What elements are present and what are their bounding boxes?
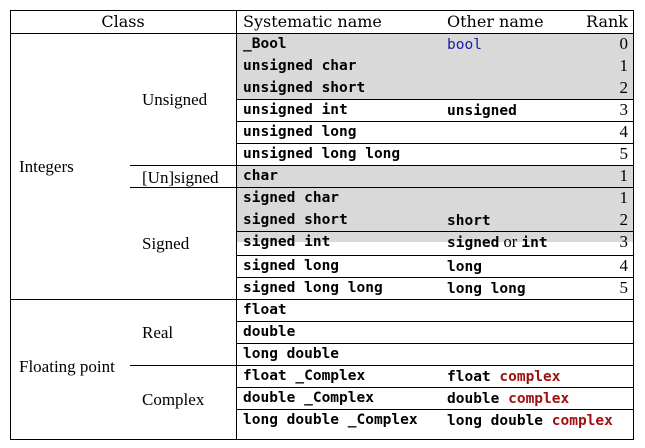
- rank-cell: 1: [619, 56, 629, 75]
- other-name-cell: long double complex: [447, 409, 613, 431]
- rank-cell: 1: [619, 188, 629, 207]
- systematic-name-cell: double: [243, 324, 296, 340]
- systematic-name-cell: double _Complex: [243, 390, 374, 406]
- group-unsigned-or-signed: [Un]signed: [142, 168, 219, 187]
- rank-cell: 3: [619, 232, 629, 251]
- other-name-cell: short: [447, 209, 491, 231]
- systematic-name-cell: unsigned int: [243, 102, 348, 118]
- header-systematic-name: Systematic name: [243, 12, 382, 31]
- rule-5: [236, 277, 634, 278]
- rule-6: [236, 321, 634, 322]
- rank-cell: 5: [619, 278, 629, 297]
- other-name-part: complex: [551, 413, 613, 429]
- systematic-name-cell: long double: [243, 346, 340, 362]
- rule-8: [236, 387, 634, 388]
- rule-4: [236, 255, 634, 256]
- rule-9: [236, 409, 634, 410]
- systematic-name-cell: char: [243, 168, 278, 184]
- type-table: Class Systematic name Other name Rank In…: [10, 10, 634, 440]
- other-name-cell: bool: [447, 33, 482, 55]
- rule-3: [236, 231, 634, 232]
- other-name-cell: long long: [447, 277, 526, 299]
- systematic-name-cell: unsigned long: [243, 124, 357, 140]
- other-name-cell: long: [447, 255, 482, 277]
- systematic-name-cell: unsigned char: [243, 58, 357, 74]
- rule-char-bottom: [130, 187, 634, 188]
- systematic-name-cell: signed long: [243, 258, 340, 274]
- other-name-part: long: [447, 259, 482, 275]
- rank-cell: 0: [619, 34, 629, 53]
- rank-cell: 5: [619, 144, 629, 163]
- rank-cell: 2: [619, 210, 629, 229]
- shaded-band-char-signed: [236, 165, 634, 242]
- rank-cell: 4: [619, 122, 629, 141]
- other-name-part: int: [521, 235, 548, 251]
- systematic-name-cell: signed long long: [243, 280, 383, 296]
- rule-7: [236, 343, 634, 344]
- rank-cell: 4: [619, 256, 629, 275]
- group-real: Real: [142, 323, 174, 342]
- systematic-name-cell: float _Complex: [243, 368, 366, 384]
- systematic-name-cell: _Bool: [243, 36, 287, 52]
- rank-cell: 3: [619, 100, 629, 119]
- rule-1: [236, 121, 634, 122]
- shaded-band-unsigned: [236, 33, 634, 99]
- header-rule: [10, 33, 634, 34]
- other-name-part: float: [447, 369, 500, 385]
- other-name-part: double: [447, 391, 509, 407]
- other-name-cell: unsigned: [447, 99, 517, 121]
- other-name-part: complex: [499, 369, 561, 385]
- systematic-name-cell: signed int: [243, 234, 331, 250]
- systematic-name-cell: long double _Complex: [243, 412, 418, 428]
- other-name-part: short: [447, 213, 491, 229]
- systematic-name-cell: unsigned long long: [243, 146, 401, 162]
- other-name-cell: signed or int: [447, 231, 548, 253]
- systematic-name-cell: float: [243, 302, 287, 318]
- group-floating-point: Floating point: [19, 357, 115, 376]
- rule-unsigned-char-top: [236, 99, 634, 100]
- rule-2: [236, 143, 634, 144]
- rule-real-complex: [130, 365, 634, 366]
- other-name-part: unsigned: [447, 103, 517, 119]
- header-other-name: Other name: [447, 12, 544, 31]
- systematic-name-cell: unsigned short: [243, 80, 366, 96]
- section-rule: [10, 299, 634, 300]
- other-name-part: complex: [508, 391, 570, 407]
- systematic-name-cell: signed char: [243, 190, 340, 206]
- other-name-part: or: [499, 232, 522, 251]
- other-name-cell: float complex: [447, 365, 561, 387]
- header-rank: Rank: [586, 12, 628, 31]
- class-column-divider: [236, 11, 237, 439]
- rank-cell: 1: [619, 166, 629, 185]
- other-name-part: signed: [447, 235, 500, 251]
- rank-cell: 2: [619, 78, 629, 97]
- systematic-name-cell: signed short: [243, 212, 348, 228]
- rule-char-top: [130, 165, 634, 166]
- right-border: [633, 11, 634, 439]
- other-name-cell: double complex: [447, 387, 569, 409]
- group-signed: Signed: [142, 234, 190, 253]
- other-name-part: long double: [447, 413, 552, 429]
- left-border: [10, 11, 11, 439]
- group-unsigned: Unsigned: [142, 90, 208, 109]
- other-name-part: long long: [447, 281, 526, 297]
- group-complex: Complex: [142, 390, 205, 409]
- other-name-part: bool: [447, 37, 482, 53]
- group-integers: Integers: [19, 157, 74, 176]
- header-class: Class: [101, 12, 145, 31]
